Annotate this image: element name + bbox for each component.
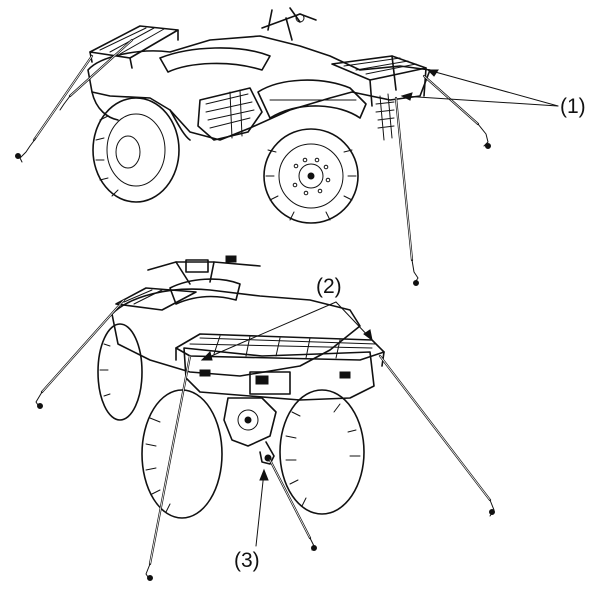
atv-rear-view — [35, 255, 495, 581]
atv-side-view — [15, 7, 559, 286]
callout-label-3: (3) — [234, 549, 260, 572]
callout-label-2: (2) — [316, 275, 342, 298]
callout-label-1: (1) — [560, 95, 586, 118]
